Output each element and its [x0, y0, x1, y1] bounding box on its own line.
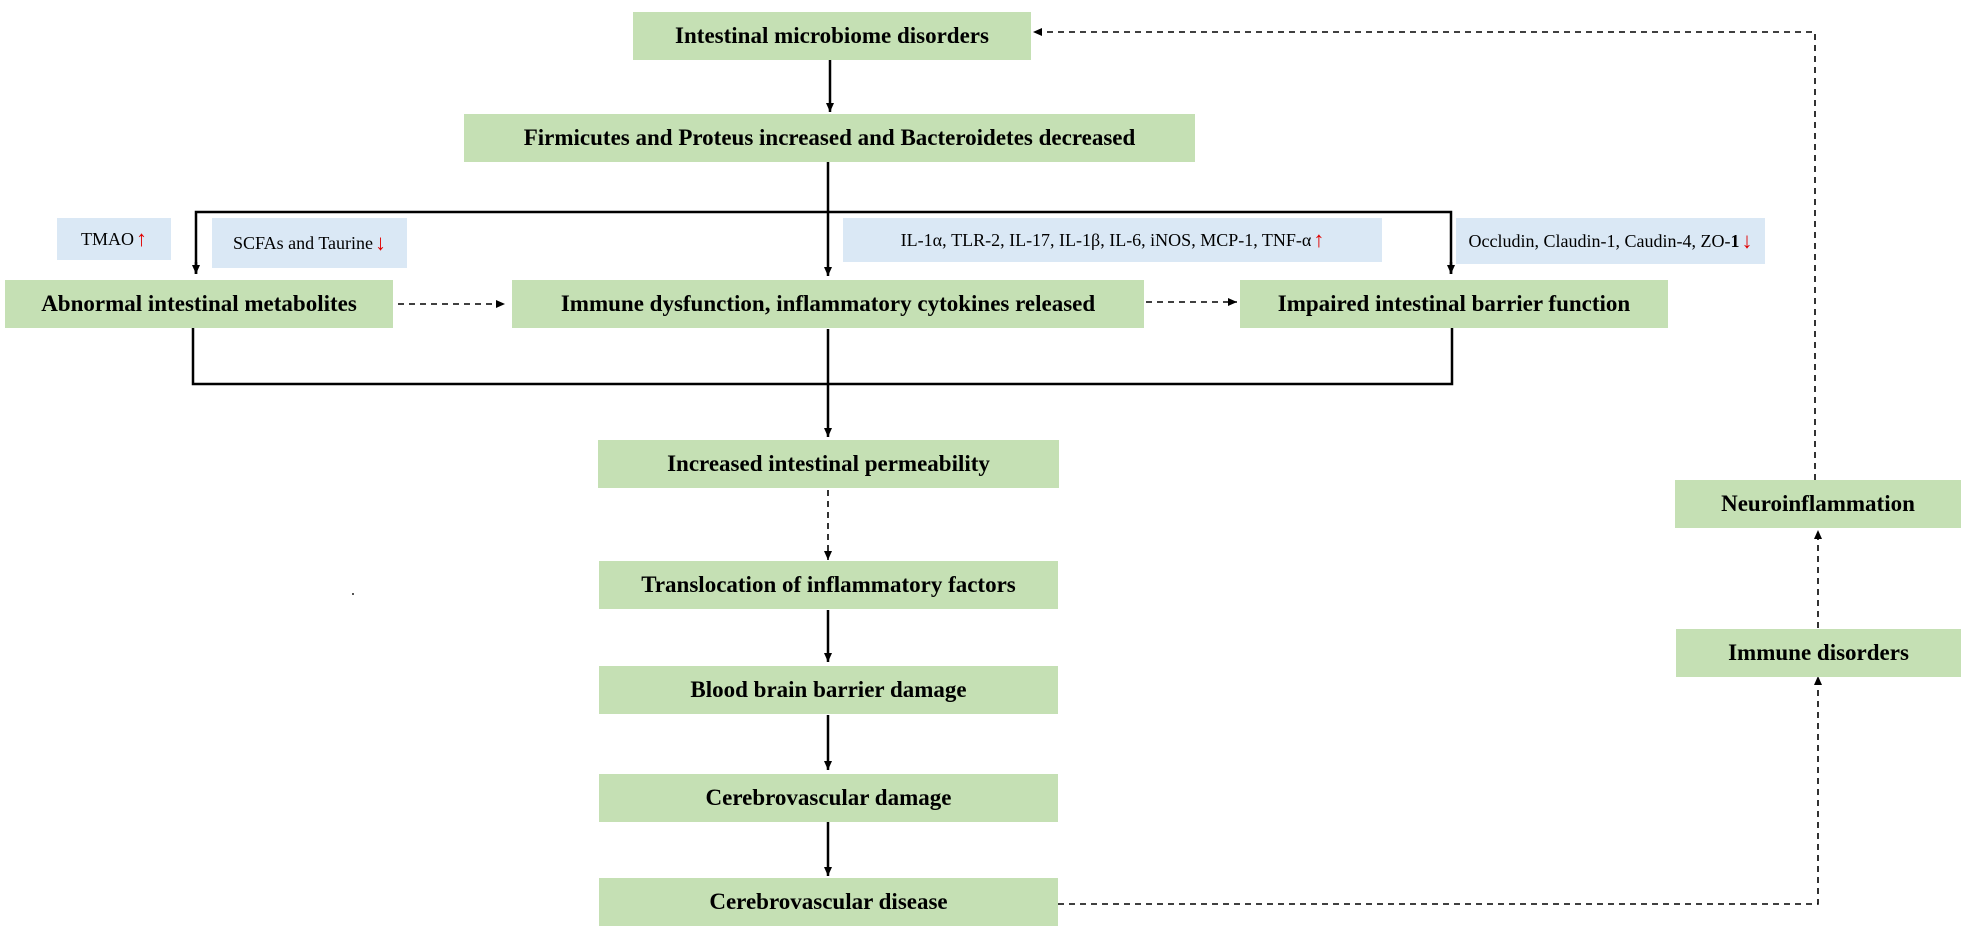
node-firmicutes-proteus: Firmicutes and Proteus increased and Bac…	[464, 114, 1195, 162]
dashed-disease-to-immune-disorders	[1058, 676, 1822, 905]
decrease-indicator-icon: ↓	[1741, 228, 1753, 253]
node-neuroinflammation: Neuroinflammation	[1675, 480, 1961, 528]
node-translocation: Translocation of inflammatory factors	[599, 561, 1058, 609]
node-cerebrovascular-damage: Cerebrovascular damage	[599, 774, 1058, 822]
node-cerebrovascular-disease: Cerebrovascular disease	[599, 878, 1058, 926]
node-abnormal-metabolites: Abnormal intestinal metabolites	[5, 280, 393, 328]
tag-cytokines: IL-1α, TLR-2, IL-17, IL-1β, IL-6, iNOS, …	[843, 218, 1382, 262]
node-intestinal-microbiome-disorders: Intestinal microbiome disorders	[633, 12, 1031, 60]
node-impaired-barrier: Impaired intestinal barrier function	[1240, 280, 1668, 328]
node-immune-disorders: Immune disorders	[1676, 629, 1961, 677]
dashed-neuroinflammation-to-microbiome	[1033, 28, 1816, 480]
decrease-indicator-icon: ↓	[375, 230, 387, 255]
bracket-bottom	[191, 328, 1454, 386]
node-immune-dysfunction: Immune dysfunction, inflammatory cytokin…	[512, 280, 1144, 328]
tag-tmao: TMAO↑	[57, 218, 171, 260]
node-increased-permeability: Increased intestinal permeability	[598, 440, 1059, 488]
stray-dot	[352, 593, 354, 595]
node-blood-brain-barrier: Blood brain barrier damage	[599, 666, 1058, 714]
increase-indicator-icon: ↑	[1313, 227, 1325, 252]
increase-indicator-icon: ↑	[136, 226, 147, 251]
tag-scfas-taurine: SCFAs and Taurine↓	[212, 218, 407, 268]
bracket-top	[194, 210, 1453, 274]
tag-tight-junction-proteins: Occludin, Claudin-1, Caudin-4, ZO-1↓	[1456, 218, 1765, 264]
